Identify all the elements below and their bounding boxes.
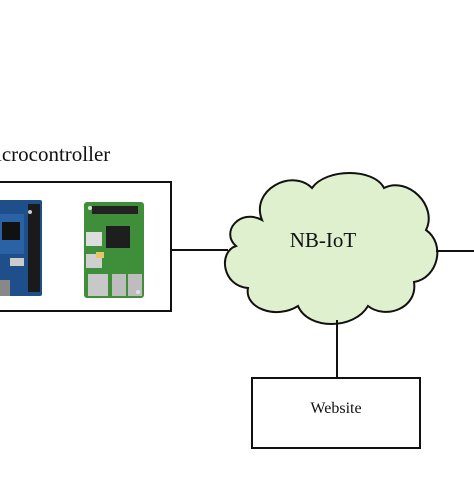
arduino-board-image (0, 200, 42, 296)
microcontroller-label: icrocontroller (0, 142, 111, 166)
website-box (251, 377, 421, 449)
nb-iot-label: NB-IoT (289, 228, 357, 252)
website-label: Website (310, 400, 362, 417)
cloud-shape (224, 172, 439, 325)
raspberry-pi-board-image (84, 202, 144, 298)
